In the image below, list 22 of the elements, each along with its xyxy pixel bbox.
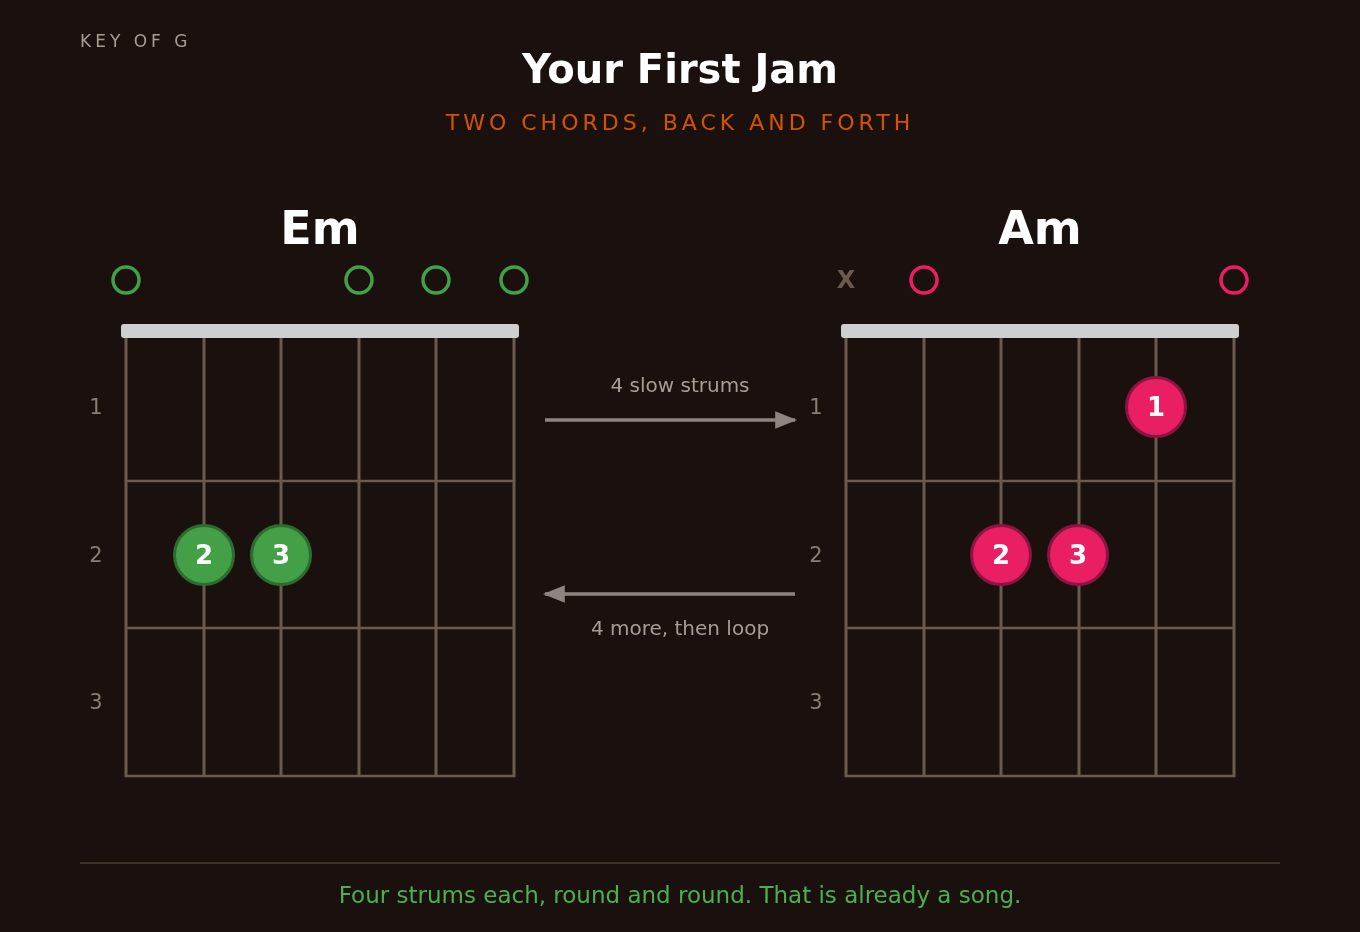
arrow [545,411,798,429]
fret-number: 3 [809,690,823,714]
muted-string-mark: X [836,266,856,294]
finger-dot: 2 [970,524,1032,586]
finger-dot: 3 [250,524,312,586]
finger-dot: 3 [1047,524,1109,586]
subtitle: TWO CHORDS, BACK AND FORTH [445,110,915,135]
fret-number: 3 [89,690,103,714]
fret-number: 1 [809,395,823,419]
header-label: KEY OF G [80,31,192,51]
finger-dot: 2 [173,524,235,586]
finger-dot: 1 [1125,376,1187,438]
edge-label: 4 slow strums [610,373,750,397]
edge-label: 4 more, then loop [590,616,770,640]
fret-number: 2 [89,543,103,567]
chord-name: Am [998,205,1082,251]
caption: Four strums each, round and round. That is already a song. [338,882,1022,908]
fret-number: 1 [89,395,103,419]
fret-number: 2 [809,543,823,567]
chord-name: Em [280,205,360,251]
arrow [542,585,795,603]
title: Your First Jam [521,46,839,92]
